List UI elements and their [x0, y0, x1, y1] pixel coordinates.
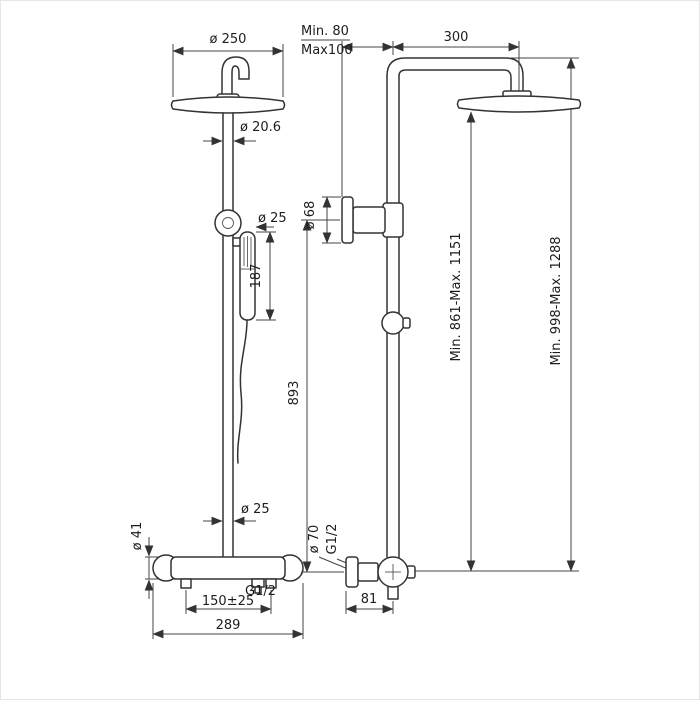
- dim-wall-distance-min-label: Min. 80: [301, 24, 349, 39]
- dim-head-diameter-label: ø 250: [210, 32, 247, 47]
- slider-ring-side: [381, 311, 405, 335]
- dim-handset-diameter-label: ø 25: [258, 211, 287, 226]
- mixer-connector-side: [357, 562, 379, 582]
- shower-column-front: [152, 56, 304, 594]
- mixer-body-front: [170, 556, 286, 580]
- pipe-collar-side: [382, 202, 404, 238]
- slider-ring-front: [214, 209, 242, 237]
- dim-height-overall-range-label: Min. 998-Max. 1288: [549, 236, 564, 365]
- dim-inlet-spacing-label: 150±25: [202, 594, 254, 609]
- inlet-stub-left: [180, 578, 192, 589]
- dim-riser-diameter-label: ø 25: [241, 502, 270, 517]
- dim-pipe-diameter-label: ø 20.6: [240, 120, 281, 135]
- shower-column-side: [341, 57, 582, 600]
- dim-height-handshower-range-label: Min. 861-Max. 1151: [449, 232, 464, 361]
- dim-mixer-diameter-label: ø 70: [307, 525, 322, 554]
- outlet-stub-front-tip: [254, 586, 262, 594]
- mixer-wall-plate-side: [345, 556, 359, 588]
- dim-overall-width-label: 289: [216, 618, 241, 633]
- dim-body-depth-label: 81: [361, 592, 378, 607]
- shower-arm-neck-front: [221, 56, 250, 103]
- dim-mixer-body-diameter-label: ø 41: [130, 522, 145, 551]
- wall-bracket-arm: [352, 206, 386, 234]
- dim-inlet-thread-label: G1/2: [325, 524, 340, 555]
- shower-hose-front: [236, 319, 248, 464]
- slider-knob-side: [402, 317, 411, 329]
- dim-handset-length-label: 187: [249, 264, 264, 289]
- dim-arm-projection-label: 300: [444, 30, 469, 45]
- shower-arm-side-inner: [398, 69, 512, 94]
- wall-bracket-plate: [341, 196, 354, 244]
- dim-riser-length-label: 893: [287, 381, 302, 406]
- shower-arm-side-outer: [386, 57, 524, 94]
- dim-outlet-thread-label: G1/2: [245, 584, 276, 599]
- slider-ring-inner: [222, 217, 234, 229]
- rain-head-front: [170, 96, 286, 114]
- side-dimension-lines: [301, 39, 579, 614]
- dim-wall-distance-max-label: Max100: [301, 43, 353, 58]
- rain-head-side: [456, 95, 582, 113]
- inlet-stub-right: [265, 578, 277, 589]
- front-view: ø 250 ø 20.6 ø 25 187 ø 25 ø 41 G1/2 150…: [130, 32, 304, 639]
- side-view: Min. 80 Max100 300 ø 68 893 Min. 861-Max…: [287, 24, 582, 614]
- dim-bracket-diameter-label: ø 68: [303, 201, 318, 230]
